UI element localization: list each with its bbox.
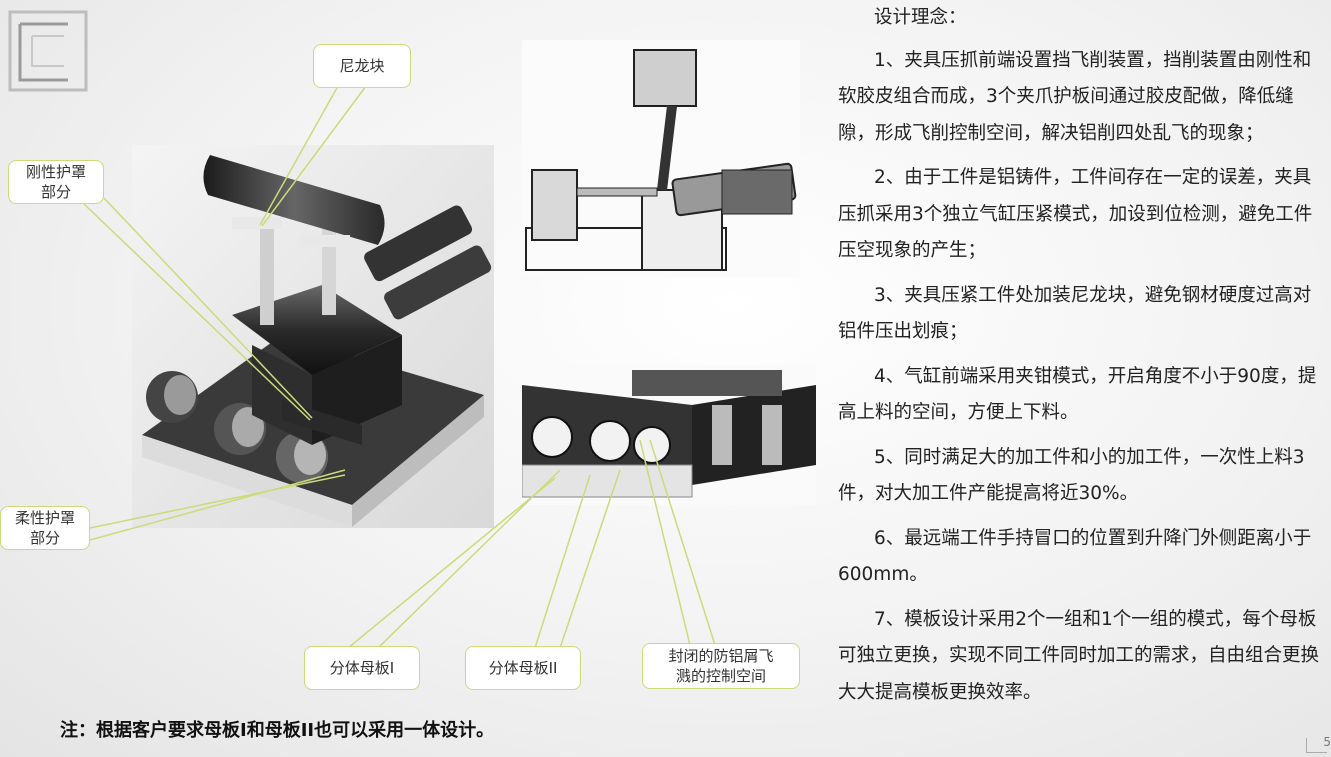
label-rigid-cover-text: 刚性护罩 部分	[25, 163, 86, 201]
fixture-front-view-render	[522, 365, 816, 505]
design-item-2: 2、由于工件是铝铸件，工件间存在一定的误差，夹具压抓采用3个独立气缸压紧模式，加…	[838, 167, 1313, 261]
label-nylon-block: 尼龙块	[313, 44, 411, 88]
label-soft-cover-text: 柔性护罩 部分	[14, 509, 75, 547]
label-rigid-cover: 刚性护罩 部分	[8, 160, 104, 204]
design-concept-text: 设计理念： 1、夹具压抓前端设置挡飞削装置，挡削装置由刚性和软胶皮组合而成，3个…	[838, 0, 1326, 719]
fixture-3d-render-main	[132, 145, 494, 528]
design-item-4: 4、气缸前端采用夹钳模式，开启角度不小于90度，提高上料的空间，方便上下料。	[838, 365, 1317, 424]
label-board-1-text: 分体母板I	[329, 659, 395, 677]
label-board-2-text: 分体母板II	[488, 659, 558, 677]
corner-logo	[8, 10, 88, 92]
label-sealed-space-text: 封闭的防铝屑飞 溅的控制空间	[668, 647, 774, 685]
design-item-5: 5、同时满足大的加工件和小的加工件，一次性上料3件，对大加工件产能提高将近30%…	[838, 446, 1305, 505]
footnote: 注：根据客户要求母板I和母板II也可以采用一体设计。	[60, 720, 495, 741]
design-item-7: 7、模板设计采用2个一组和1个一组的模式，每个母板可独立更换，实现不同工件同时加…	[838, 608, 1320, 703]
design-item-6: 6、最远端工件手持冒口的位置到升降门外侧距离小于600mm。	[838, 527, 1312, 586]
page-number: 5	[1323, 735, 1331, 749]
design-heading: 设计理念：	[874, 7, 967, 28]
design-item-3: 3、夹具压紧工件处加装尼龙块，避免钢材硬度过高对铝件压出划痕；	[838, 284, 1312, 343]
fixture-side-view-render	[522, 40, 800, 277]
label-nylon-text: 尼龙块	[339, 57, 385, 75]
label-board-2: 分体母板II	[465, 646, 581, 690]
label-board-1: 分体母板I	[304, 646, 420, 690]
label-sealed-space: 封闭的防铝屑飞 溅的控制空间	[642, 643, 800, 689]
label-soft-cover: 柔性护罩 部分	[0, 506, 90, 550]
page-corner-mark	[1306, 738, 1327, 753]
design-item-1: 1、夹具压抓前端设置挡飞削装置，挡削装置由刚性和软胶皮组合而成，3个夹爪护板间通…	[838, 49, 1312, 144]
